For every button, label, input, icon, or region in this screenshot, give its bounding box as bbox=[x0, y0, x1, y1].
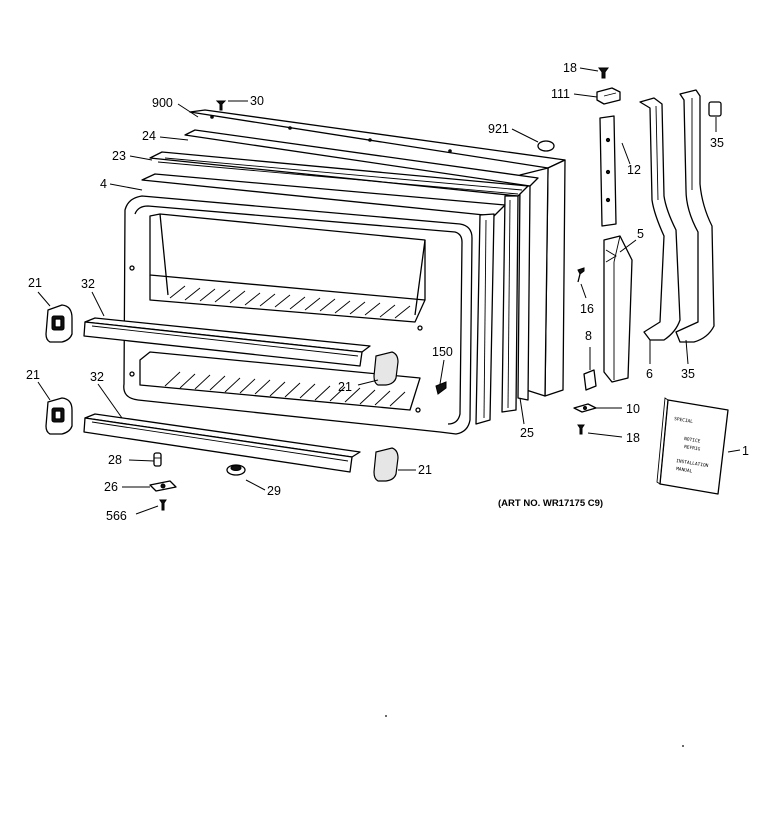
door-gasket bbox=[184, 129, 539, 401]
svg-text:INSTALLATION: INSTALLATION bbox=[676, 458, 709, 469]
callout-566: 566 bbox=[106, 509, 127, 523]
callout-labels: 900 30 24 23 4 921 18 111 12 35 5 16 8 6… bbox=[26, 61, 749, 523]
callout-150: 150 bbox=[432, 345, 453, 359]
callout-23: 23 bbox=[112, 149, 126, 163]
callout-921: 921 bbox=[488, 122, 509, 136]
plug-921 bbox=[537, 140, 555, 152]
svg-text:NOTICE: NOTICE bbox=[684, 436, 701, 445]
owners-manual: SPECIAL NOTICE REFRIG INSTALLATION MANUA… bbox=[656, 397, 729, 495]
screw-150 bbox=[435, 381, 447, 395]
callout-4: 4 bbox=[100, 177, 107, 191]
callout-32-upper: 32 bbox=[81, 277, 95, 291]
callout-21-right-upper: 21 bbox=[338, 380, 352, 394]
door-screw-30 bbox=[215, 100, 227, 111]
callout-6: 6 bbox=[646, 367, 653, 381]
shelf-end-cap-right-lower bbox=[373, 447, 399, 482]
lower-shelf-bar bbox=[83, 413, 361, 473]
callout-35-top: 35 bbox=[710, 136, 724, 150]
callout-28: 28 bbox=[108, 453, 122, 467]
callout-1: 1 bbox=[742, 444, 749, 458]
callout-35-bottom: 35 bbox=[681, 367, 695, 381]
handle-6 bbox=[639, 97, 681, 341]
handle-35 bbox=[675, 89, 715, 343]
callout-25: 25 bbox=[520, 426, 534, 440]
breaker-frame bbox=[149, 151, 529, 413]
stop-28 bbox=[153, 452, 162, 467]
callout-29: 29 bbox=[267, 484, 281, 498]
callout-900: 900 bbox=[152, 96, 173, 110]
callout-10: 10 bbox=[626, 402, 640, 416]
svg-text:MANUAL: MANUAL bbox=[676, 466, 693, 475]
hinge-pin-10 bbox=[573, 403, 597, 413]
callout-24: 24 bbox=[142, 129, 156, 143]
handle-cap-35 bbox=[708, 101, 722, 117]
screw-566 bbox=[159, 499, 167, 511]
svg-text:REFRIG: REFRIG bbox=[684, 444, 701, 453]
hinge-bracket-12 bbox=[599, 115, 617, 227]
leader-lines bbox=[37, 67, 741, 515]
screw-18-bottom bbox=[577, 424, 585, 435]
callout-18-top: 18 bbox=[563, 61, 577, 75]
hinge-cap-111 bbox=[596, 87, 621, 105]
callout-16: 16 bbox=[580, 302, 594, 316]
callout-111: 111 bbox=[551, 87, 570, 101]
upper-shelf-bar bbox=[83, 317, 371, 367]
callout-32-lower: 32 bbox=[90, 370, 104, 384]
grommet-29 bbox=[226, 464, 246, 476]
shelf-end-cap-left-upper bbox=[45, 304, 73, 343]
callout-18-bottom: 18 bbox=[626, 431, 640, 445]
callout-21-upper-left: 21 bbox=[28, 276, 42, 290]
hinge-5 bbox=[603, 235, 633, 383]
shelf-end-cap-left-lower bbox=[45, 397, 73, 435]
art-number: (ART NO. WR17175 C9) bbox=[498, 498, 603, 509]
callout-30: 30 bbox=[250, 94, 264, 108]
callout-8: 8 bbox=[585, 329, 592, 343]
bracket-26 bbox=[149, 480, 177, 492]
callout-26: 26 bbox=[104, 480, 118, 494]
callout-5: 5 bbox=[637, 227, 644, 241]
shelf-end-cap-right-upper bbox=[373, 351, 399, 386]
callout-21-lower-left: 21 bbox=[26, 368, 40, 382]
inner-liner-frame bbox=[141, 173, 506, 425]
svg-text:SPECIAL: SPECIAL bbox=[674, 416, 694, 425]
screw-16 bbox=[577, 267, 585, 283]
callout-21-right-lower: 21 bbox=[418, 463, 432, 477]
pin-8 bbox=[583, 369, 597, 391]
screw-18-top bbox=[598, 67, 609, 79]
door-liner bbox=[123, 195, 473, 435]
callout-12: 12 bbox=[627, 163, 641, 177]
